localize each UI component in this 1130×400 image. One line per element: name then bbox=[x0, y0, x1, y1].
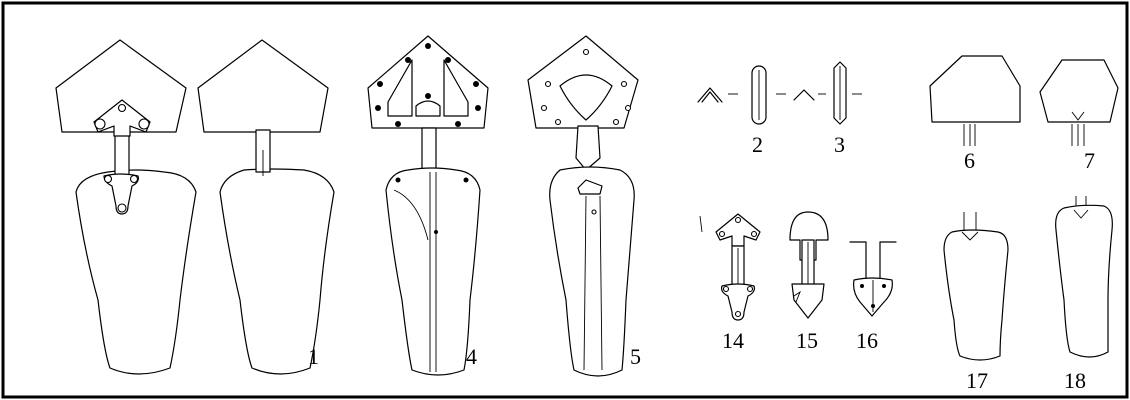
fig7-tang bbox=[1071, 124, 1085, 146]
fig1a-pommel bbox=[55, 39, 187, 133]
rivet bbox=[103, 174, 113, 184]
figure-14 bbox=[699, 213, 761, 321]
figure-6 bbox=[929, 55, 1021, 146]
rivet bbox=[94, 118, 106, 130]
fig3-section bbox=[793, 89, 815, 101]
fig1a-upper-fitting bbox=[93, 99, 151, 137]
fig5-notch bbox=[577, 179, 603, 195]
figure-16 bbox=[849, 241, 897, 317]
fig5-blade bbox=[549, 166, 635, 377]
fig5-midrib bbox=[583, 195, 587, 371]
rivet bbox=[117, 203, 127, 213]
rivet bbox=[138, 118, 150, 130]
fig4-cutout-center bbox=[415, 100, 441, 117]
figure-5 bbox=[527, 35, 639, 377]
fig17-tang bbox=[963, 212, 977, 232]
figure-label-1: 1 bbox=[308, 344, 319, 369]
fig6-pommel bbox=[929, 55, 1021, 123]
fig4-cutout-left bbox=[387, 59, 413, 117]
fig1a-lower-fitting bbox=[103, 173, 139, 215]
fig2-section-inner bbox=[701, 91, 719, 103]
fig5-cutout bbox=[559, 74, 613, 121]
fig1b-pommel bbox=[197, 39, 329, 133]
figure-1-back bbox=[197, 39, 335, 375]
fig5-pommel-rivets bbox=[540, 48, 632, 126]
figure-1-front bbox=[55, 39, 197, 375]
figure-label-7: 7 bbox=[1084, 148, 1095, 173]
fig4-blade bbox=[385, 167, 481, 376]
fig14-lower-fitting bbox=[721, 283, 755, 321]
fig14-upper-fitting bbox=[715, 213, 761, 247]
figure-label-4: 4 bbox=[466, 344, 477, 369]
fig4-edge-line bbox=[393, 189, 429, 241]
fig4-cutout-right bbox=[443, 59, 469, 117]
figure-label-16: 16 bbox=[856, 328, 878, 353]
fig1a-blade bbox=[75, 169, 197, 375]
figure-label-18: 18 bbox=[1064, 368, 1086, 393]
figure-label-17: 17 bbox=[966, 368, 988, 393]
fig6-tang bbox=[963, 124, 976, 146]
figure-3 bbox=[793, 61, 862, 125]
rivet bbox=[117, 103, 127, 113]
fig2-section bbox=[697, 87, 723, 103]
fig4-pommel-rivets bbox=[375, 43, 481, 127]
fig15-pommel bbox=[789, 211, 829, 261]
figure-label-6: 6 bbox=[964, 148, 975, 173]
fig5-midrib-2 bbox=[599, 195, 603, 371]
fig17-blade bbox=[943, 229, 1009, 361]
fig1a-grip bbox=[114, 129, 130, 177]
figure-label-2: 2 bbox=[752, 132, 763, 157]
figure-label-5: 5 bbox=[630, 344, 641, 369]
fig1b-blade bbox=[219, 168, 335, 375]
figure-7 bbox=[1039, 59, 1119, 146]
figure-17 bbox=[943, 212, 1009, 361]
fig16-grip-lines bbox=[849, 241, 897, 279]
figure-4 bbox=[367, 35, 489, 376]
figure-label-14: 14 bbox=[722, 328, 744, 353]
fig5-grip bbox=[575, 125, 601, 171]
figure-label-3: 3 bbox=[834, 132, 845, 157]
figure-2 bbox=[697, 65, 786, 125]
figure-18 bbox=[1055, 196, 1113, 358]
figure-15 bbox=[789, 211, 829, 319]
fig4-grip bbox=[421, 127, 437, 171]
fig7-pommel bbox=[1039, 59, 1119, 123]
rivet bbox=[129, 174, 139, 184]
figure-label-15: 15 bbox=[796, 328, 818, 353]
fig18-blade bbox=[1055, 204, 1113, 358]
